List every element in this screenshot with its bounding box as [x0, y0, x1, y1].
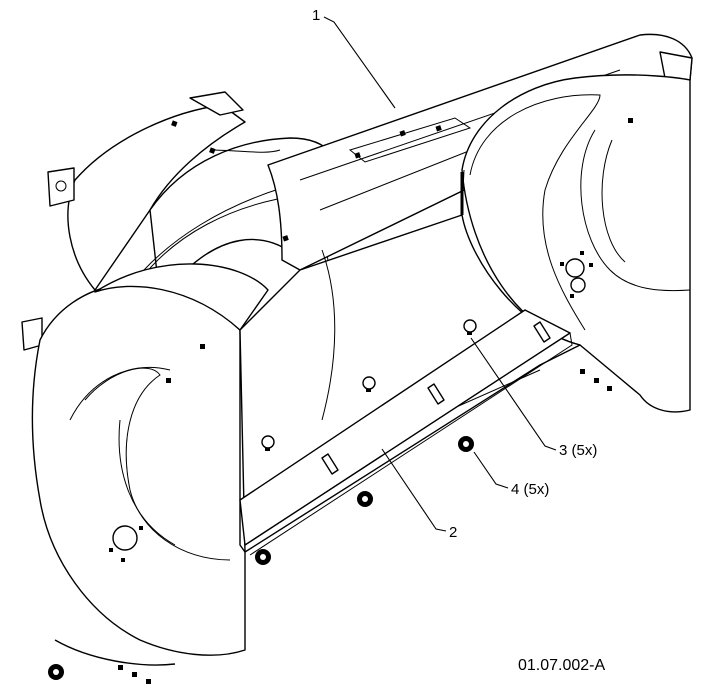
leader-2 — [381, 448, 447, 532]
bracket-hole-icon — [55, 180, 67, 192]
leader-3 — [470, 337, 557, 451]
callout-1: 1 — [312, 7, 320, 24]
figure-id: 01.07.002-A — [518, 657, 606, 674]
callout-2: 2 — [449, 524, 457, 541]
leader-lines — [323, 16, 557, 532]
mount-tab — [189, 91, 244, 116]
right-shaft-hole-icon — [565, 258, 585, 278]
left-shaft-hole-icon — [112, 525, 138, 551]
leader-1 — [323, 16, 396, 109]
wear-bar — [239, 309, 573, 556]
callout-4: 4 (5x) — [511, 481, 549, 498]
side-bracket — [47, 167, 75, 207]
carriage-bolts — [261, 319, 477, 451]
hex-nuts — [48, 436, 474, 680]
wear-bar-slots — [321, 321, 551, 475]
left-side-panel — [31, 263, 269, 684]
leader-4 — [473, 451, 509, 489]
right-side-panel — [460, 74, 691, 413]
callout-3: 3 (5x) — [559, 442, 597, 459]
